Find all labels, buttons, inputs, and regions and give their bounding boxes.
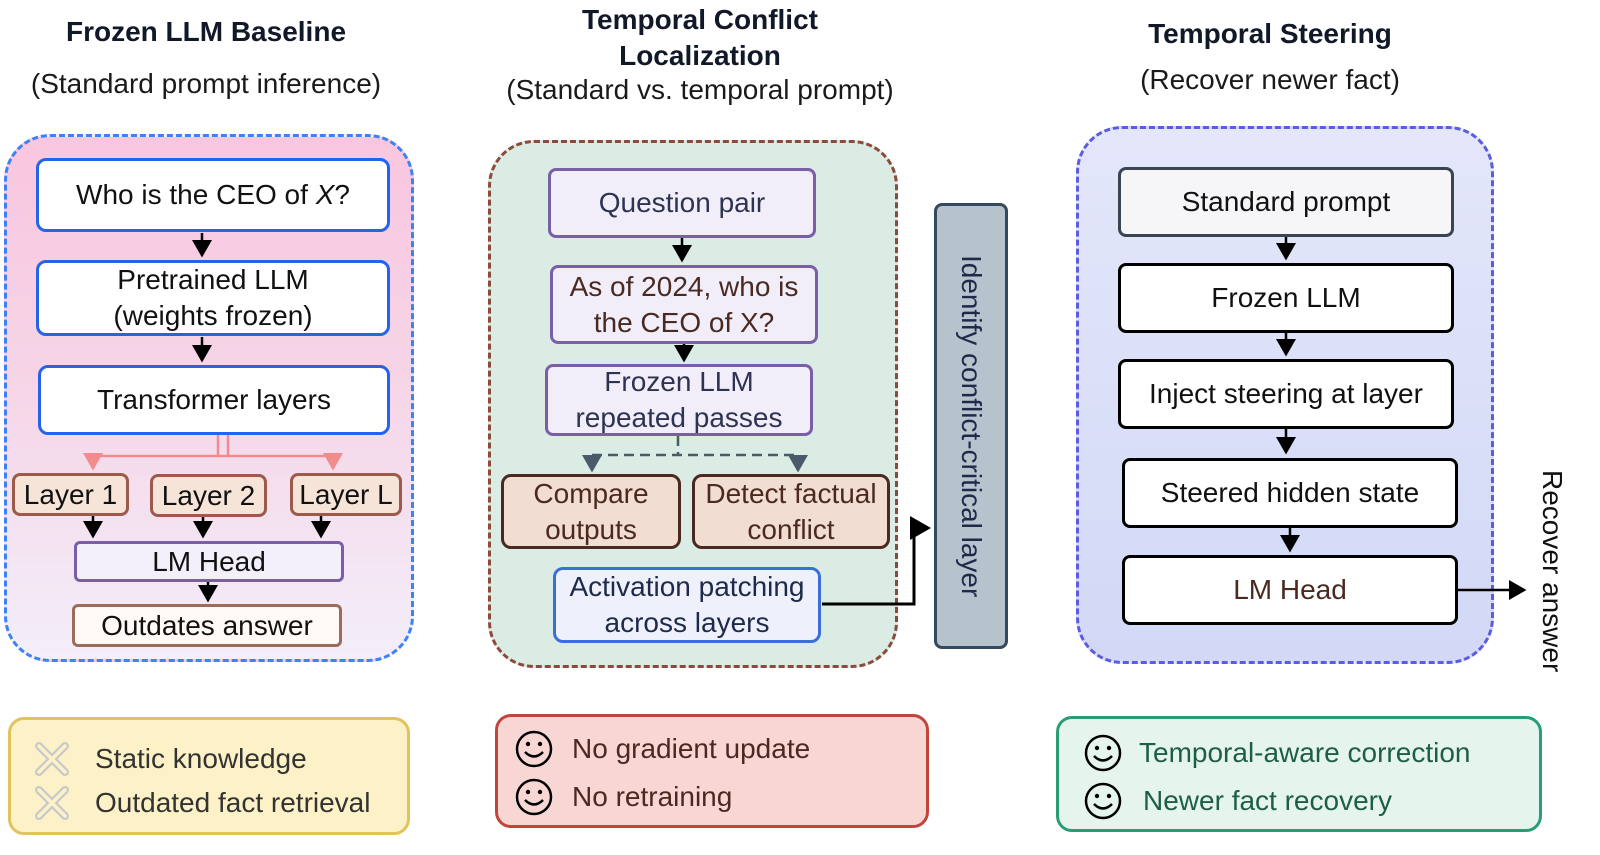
smiley-icon xyxy=(515,778,553,816)
question-pair-box: Question pair xyxy=(548,168,816,238)
pretrained-line1: Pretrained LLM xyxy=(117,264,309,295)
as-of-line1: As of 2024, who is xyxy=(569,270,799,302)
question-box: Who is the CEO of X? xyxy=(36,158,390,232)
question-pair-label: Question pair xyxy=(598,187,766,218)
outdated-answer-label: Outdates answer xyxy=(101,609,313,641)
layer-1-label: Layer 1 xyxy=(23,478,118,510)
smiley-icon xyxy=(1084,782,1122,820)
layer-2-label: Layer 2 xyxy=(161,479,256,511)
compare-line1: Compare xyxy=(533,477,649,509)
detect-conflict-box: Detect factual conflict xyxy=(692,474,890,549)
steering-summary: Temporal-aware correction Newer fact rec… xyxy=(1056,716,1542,832)
smiley-icon xyxy=(515,730,553,768)
newer-fact-text: Newer fact recovery xyxy=(1143,785,1392,816)
standard-prompt-box: Standard prompt xyxy=(1118,167,1454,237)
frozen-llm-box: Frozen LLM xyxy=(1118,263,1454,333)
cross-icon xyxy=(35,742,69,776)
arrow-transformer-to-layers xyxy=(91,435,335,468)
cross-icon xyxy=(35,786,69,820)
pretrained-llm-box: Pretrained LLM (weights frozen) xyxy=(36,260,390,336)
patching-line2: across layers xyxy=(604,607,770,638)
inject-steering-label: Inject steering at layer xyxy=(1149,378,1423,409)
layer-1-box: Layer 1 xyxy=(12,473,129,516)
detect-line2: conflict xyxy=(747,513,835,545)
col2-title-line1: Temporal Conflict xyxy=(582,4,818,35)
identify-layer-box: Identify conflict-critical layer xyxy=(934,203,1008,649)
steered-hidden-state-box: Steered hidden state xyxy=(1122,458,1458,528)
col3-subtitle: (Recover newer fact) xyxy=(1140,64,1400,95)
lm-head-steer-label: LM Head xyxy=(1233,574,1347,605)
question-text: Who is the CEO of xyxy=(76,179,316,210)
outdated-answer-box: Outdates answer xyxy=(72,604,342,647)
baseline-summary: Static knowledge Outdated fact retrieval xyxy=(8,717,410,835)
standard-prompt-label: Standard prompt xyxy=(1181,186,1391,217)
col2-subtitle: (Standard vs. temporal prompt) xyxy=(506,74,894,105)
layer-L-label: Layer L xyxy=(299,478,393,510)
as-of-line2: the CEO of X? xyxy=(593,306,775,338)
inject-steering-box: Inject steering at layer xyxy=(1118,359,1454,429)
col1-title: Frozen LLM Baseline xyxy=(65,16,347,47)
lm-head-label: LM Head xyxy=(152,545,266,577)
col3-title: Temporal Steering xyxy=(1148,18,1392,49)
patching-line1: Activation patching xyxy=(569,571,805,602)
col2-title-line2: Localization xyxy=(619,40,781,71)
transformer-label: Transformer layers xyxy=(97,384,331,415)
activation-patching-box: Activation patching across layers xyxy=(553,567,821,643)
compare-line2: outputs xyxy=(545,513,637,545)
frozen-passes-line1: Frozen LLM xyxy=(604,366,754,397)
question-variable: X xyxy=(315,179,335,210)
frozen-passes-line2: repeated passes xyxy=(575,402,783,433)
smiley-icon xyxy=(1084,734,1122,772)
layer-2-box: Layer 2 xyxy=(150,474,267,517)
layer-L-box: Layer L xyxy=(290,473,402,516)
as-of-2024-box: As of 2024, who is the CEO of X? xyxy=(550,265,818,344)
frozen-llm-label: Frozen LLM xyxy=(1211,282,1361,313)
pretrained-line2: (weights frozen) xyxy=(113,300,313,331)
static-knowledge-text: Static knowledge xyxy=(95,743,307,774)
steered-hidden-state-label: Steered hidden state xyxy=(1160,477,1420,508)
lm-head-steer-box: LM Head xyxy=(1122,555,1458,625)
frozen-llm-passes-box: Frozen LLM repeated passes xyxy=(545,364,813,436)
outdated-fact-text: Outdated fact retrieval xyxy=(95,787,371,818)
recover-answer-label: Recover answer xyxy=(1537,470,1568,673)
lm-head-box: LM Head xyxy=(74,541,344,582)
arrow-patching-to-identify xyxy=(822,516,931,606)
temporal-correction-text: Temporal-aware correction xyxy=(1139,737,1471,768)
localization-summary: No gradient update No retraining xyxy=(495,714,929,828)
compare-outputs-box: Compare outputs xyxy=(501,474,681,549)
question-mark: ? xyxy=(334,179,350,210)
identify-layer-label: Identify conflict-critical layer xyxy=(956,254,987,598)
arrow-frozen-to-compare-detect xyxy=(592,436,798,457)
no-gradient-text: No gradient update xyxy=(572,733,811,764)
col2-title: Temporal Conflict Localization xyxy=(490,2,910,74)
transformer-layers-box: Transformer layers xyxy=(38,365,390,435)
detect-line1: Detect factual xyxy=(705,477,877,509)
col1-subtitle: (Standard prompt inference) xyxy=(30,68,382,99)
no-retraining-text: No retraining xyxy=(572,781,733,812)
